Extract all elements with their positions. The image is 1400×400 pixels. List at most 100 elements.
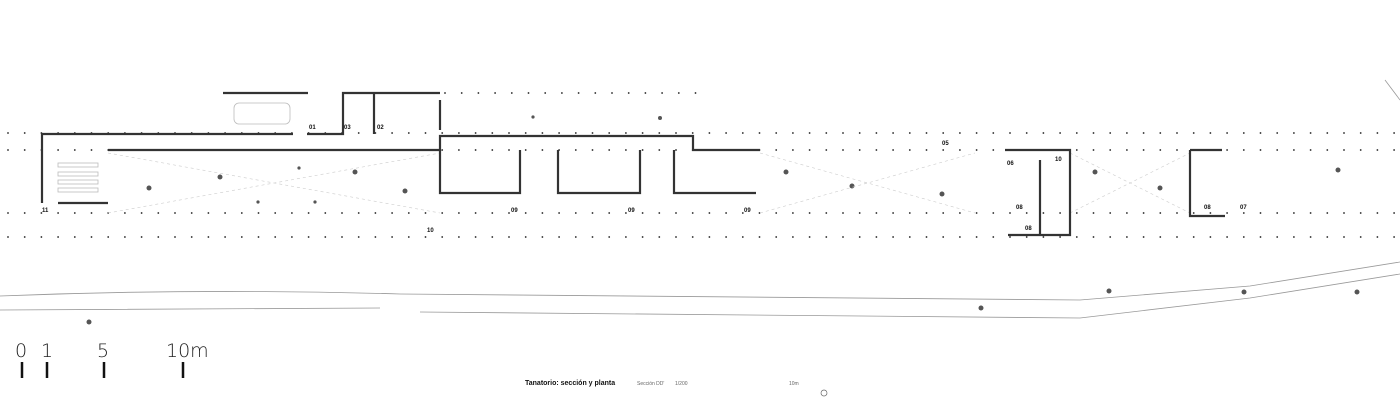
grid-dot <box>57 236 59 238</box>
grid-dot <box>1176 149 1178 151</box>
scale-label: 1 <box>41 340 54 362</box>
grid-dot <box>892 132 894 134</box>
grid-dot <box>207 236 210 238</box>
grid-dot <box>594 92 597 94</box>
grid-dot <box>474 212 477 214</box>
grid-dot <box>608 212 611 214</box>
grid-dot <box>7 236 9 238</box>
grid-dot <box>875 132 878 134</box>
grid-dot <box>40 212 43 214</box>
grid-dot <box>1075 212 1078 214</box>
grid-dot <box>591 132 594 134</box>
north-arrow-icon <box>820 389 828 397</box>
grid-dot <box>124 212 126 214</box>
grid-dot <box>825 212 828 214</box>
grid-dot <box>157 236 160 238</box>
grid-dot <box>73 236 76 238</box>
grid-dot <box>444 92 446 94</box>
grid-dot <box>441 236 444 238</box>
grid-dot <box>675 236 677 238</box>
grid-dot <box>307 236 310 238</box>
grid-dot <box>775 132 778 134</box>
grid-dot <box>1359 212 1362 214</box>
grid-dot <box>658 212 661 214</box>
grid-dot <box>174 236 176 238</box>
grid-dot <box>224 212 227 214</box>
grid-dot <box>90 149 93 151</box>
room-label: 08 <box>1016 205 1023 211</box>
grid-dot <box>574 132 577 134</box>
grid-dot <box>1276 149 1279 151</box>
grid-dot <box>558 212 560 214</box>
grid-dot <box>1109 236 1112 238</box>
grid-dot <box>1176 212 1178 214</box>
grid-dot <box>1126 149 1128 151</box>
grid-dot <box>758 212 761 214</box>
grid-dot <box>708 212 711 214</box>
scale-bar-ticks <box>20 362 185 378</box>
grid-dot <box>1393 236 1395 238</box>
grid-dot <box>240 212 243 214</box>
grid-dot <box>477 92 480 94</box>
grid-dot <box>908 236 911 238</box>
grid-dot <box>124 236 126 238</box>
grid-dot <box>458 236 460 238</box>
grid-dot <box>1109 149 1112 151</box>
grid-dot <box>524 149 527 151</box>
grid-dot <box>992 132 995 134</box>
grid-dot <box>708 132 711 134</box>
grid-dot <box>57 149 59 151</box>
room-label: 01 <box>309 125 316 131</box>
grid-dot <box>792 149 794 151</box>
grid-dot <box>641 236 644 238</box>
grid-dot <box>1059 132 1061 134</box>
grid-dot <box>508 212 510 214</box>
grid-dot <box>892 149 894 151</box>
grid-dot <box>140 236 143 238</box>
grid-dot <box>625 236 627 238</box>
grid-dot <box>1192 236 1195 238</box>
grid-dot <box>875 212 878 214</box>
grid-dot <box>190 212 193 214</box>
grid-dot <box>842 236 844 238</box>
grid-dot <box>942 149 945 151</box>
grid-dot <box>591 236 594 238</box>
room-label: 05 <box>942 141 949 147</box>
grid-dot <box>858 236 861 238</box>
grid-dot <box>741 132 744 134</box>
grid-dot <box>508 149 510 151</box>
grid-dot <box>1259 236 1262 238</box>
grid-dot <box>1176 132 1178 134</box>
grid-dot <box>23 212 26 214</box>
grid-dot <box>491 149 494 151</box>
grid-dot <box>758 132 761 134</box>
grid-dot <box>541 236 544 238</box>
grid-dot <box>1159 212 1162 214</box>
grid-dot <box>627 92 630 94</box>
grid-dot <box>808 132 811 134</box>
grid-dot <box>508 236 510 238</box>
grid-dot <box>257 236 260 238</box>
grid-dot <box>1009 236 1011 238</box>
grid-dot <box>561 92 563 94</box>
grid-dot <box>1126 132 1128 134</box>
structural-grid <box>7 92 1395 238</box>
room-label: 08 <box>1025 226 1032 232</box>
grid-dot <box>207 212 210 214</box>
grid-dot <box>1009 132 1011 134</box>
grid-dot <box>975 132 978 134</box>
grid-dot <box>992 149 995 151</box>
grid-dot <box>407 212 410 214</box>
grid-dot <box>1059 236 1061 238</box>
grid-dot <box>23 149 26 151</box>
grid-dot <box>491 132 494 134</box>
grid-dot <box>1359 149 1362 151</box>
grid-dot <box>842 132 844 134</box>
grid-dot <box>1209 236 1212 238</box>
grid-dot <box>458 132 460 134</box>
grid-dot <box>925 132 928 134</box>
grid-dot <box>641 149 644 151</box>
grid-dot <box>1293 236 1295 238</box>
grid-dot <box>90 212 93 214</box>
grid-dot <box>458 149 460 151</box>
